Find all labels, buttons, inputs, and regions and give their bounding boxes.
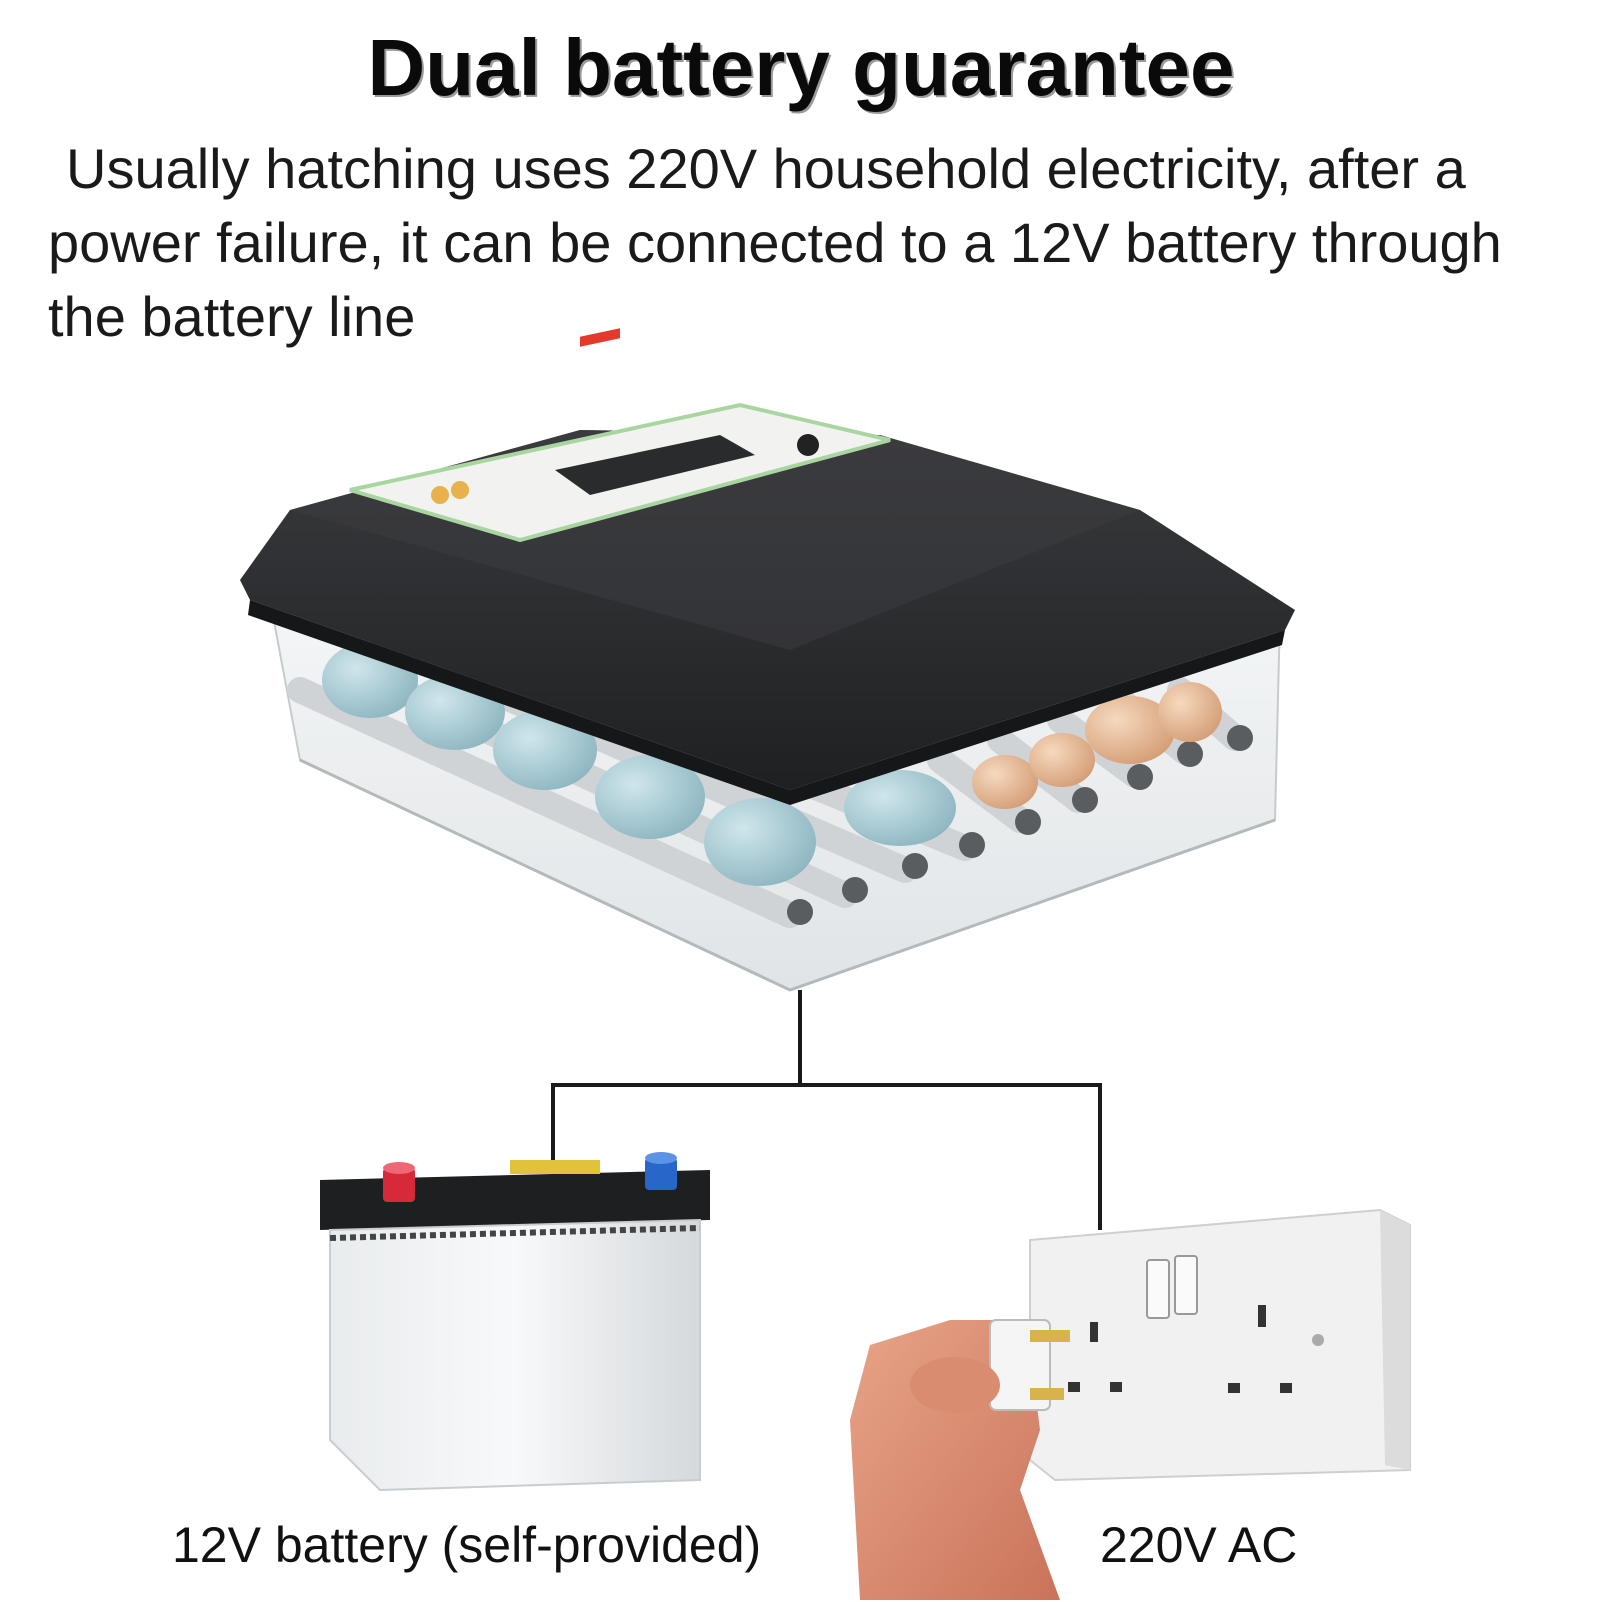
positive-terminal-icon [383,1162,415,1202]
control-panel [349,328,891,543]
negative-terminal-icon [645,1152,677,1190]
battery-caption: 12V battery (self-provided) [172,1517,762,1573]
incubator [240,328,1295,992]
blue-eggs [322,642,956,886]
socket-holes [1068,1305,1292,1393]
hand-with-plug [850,1319,1070,1600]
plug-icon [989,1319,1051,1411]
connection-wires [551,990,1102,1230]
brown-eggs [972,682,1222,809]
temperature-display [580,328,620,347]
wall-socket [1029,1208,1411,1482]
power-button[interactable] [797,434,819,456]
page-heading: Dual battery guarantee [367,23,1235,112]
car-battery [320,1152,710,1492]
ac-caption: 220V AC [1100,1517,1298,1573]
roller-caps [787,725,1253,925]
socket-switch-icon[interactable] [1146,1255,1198,1319]
description-text: Usually hatching uses 220V household ele… [48,137,1502,348]
